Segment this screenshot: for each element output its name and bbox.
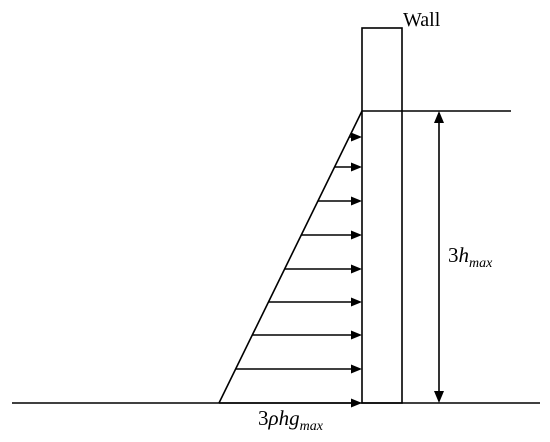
- pressure-arrow-head: [351, 230, 362, 240]
- pressure-label: 3ρhgmax: [258, 406, 324, 434]
- pressure-arrow-head: [351, 330, 362, 340]
- pressure-label-sub: max: [300, 419, 324, 434]
- pressure-arrow-head: [351, 196, 362, 206]
- pressure-arrow-head: [351, 264, 362, 274]
- wall: [361, 27, 403, 404]
- pressure-label-coef: 3: [258, 406, 269, 430]
- height-label-var: h: [459, 243, 470, 267]
- pressure-arrow-head: [351, 162, 362, 172]
- pressure-arrow-head: [351, 297, 362, 307]
- wall-label: Wall: [403, 9, 441, 31]
- height-dimension-arrow-top: [434, 111, 444, 123]
- height-label: 3hmax: [448, 243, 493, 271]
- pressure-distribution-line: [218, 110, 363, 404]
- pressure-label-var: ρhg: [268, 406, 300, 430]
- pressure-arrow-head: [351, 364, 362, 374]
- pressure-arrow-head: [351, 398, 362, 408]
- pressure-arrow-head: [351, 132, 362, 142]
- height-label-coef: 3: [448, 243, 459, 267]
- height-dimension-arrow-bottom: [434, 391, 444, 403]
- height-label-sub: max: [469, 256, 493, 271]
- pressure-arrows: [219, 132, 362, 408]
